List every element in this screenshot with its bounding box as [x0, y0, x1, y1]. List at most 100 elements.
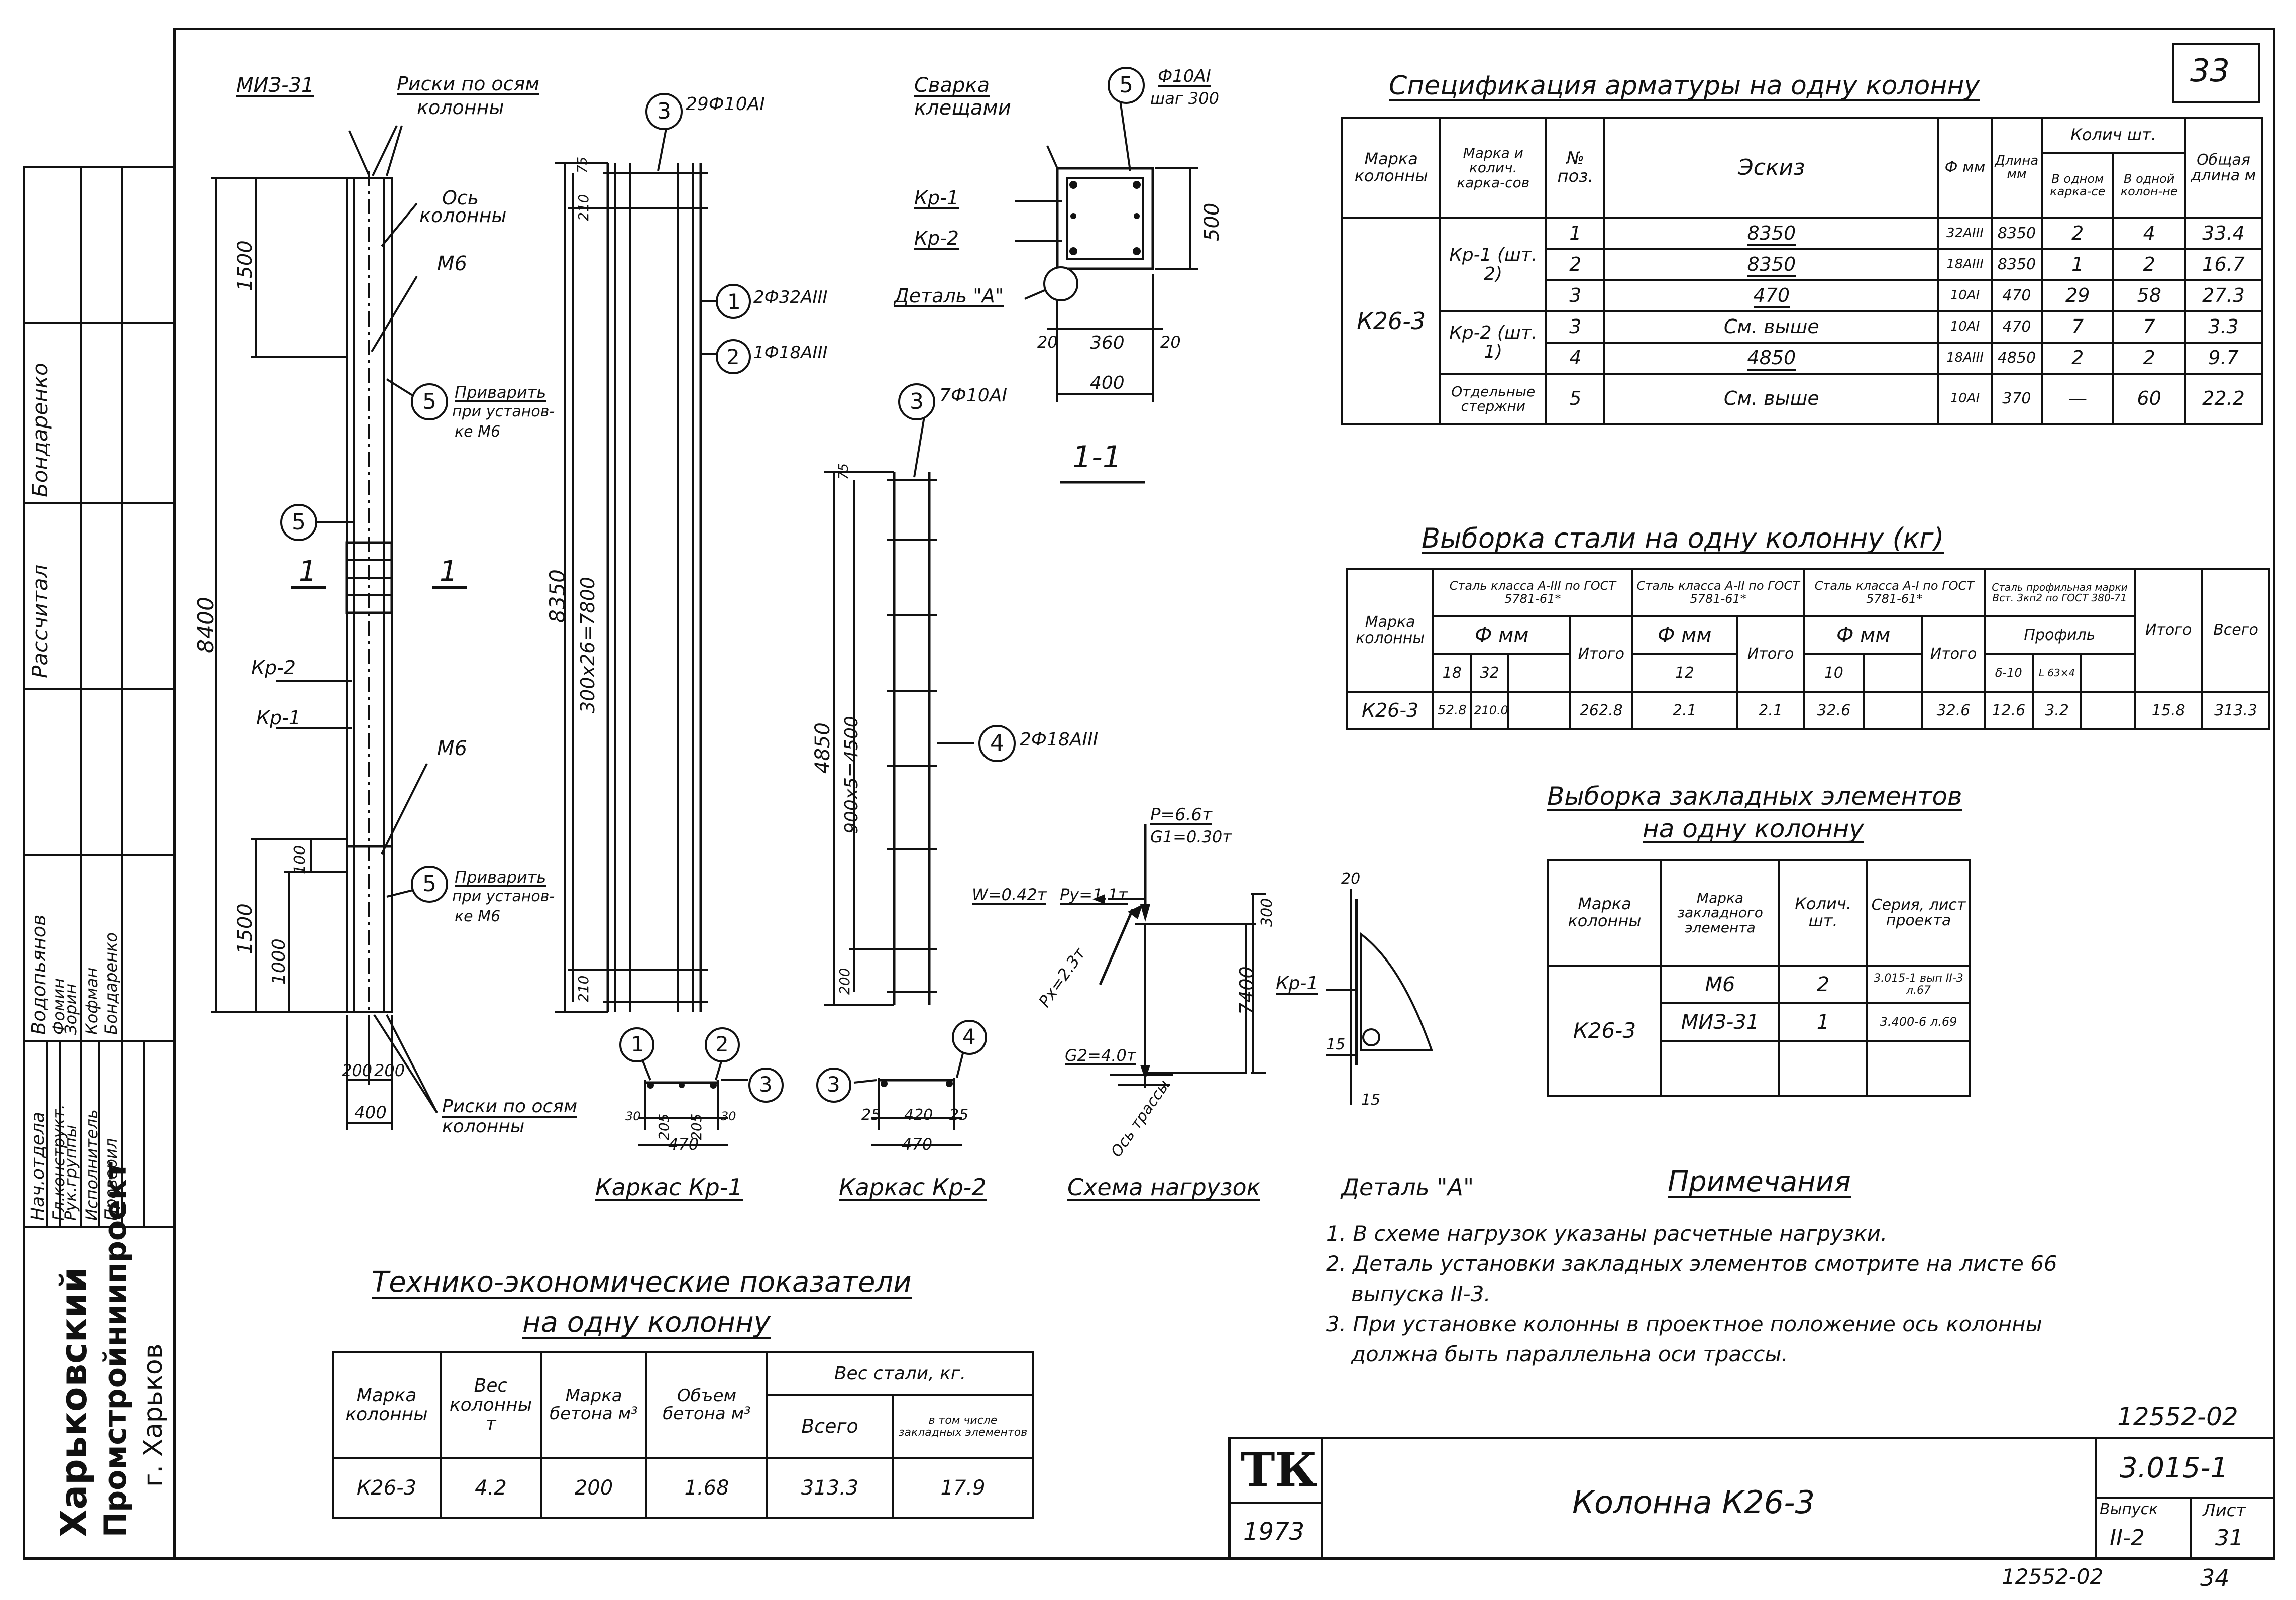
side-stamp-vline — [59, 1040, 61, 1226]
spec-per-col: 2 — [2112, 342, 2186, 375]
side-stamp-hline — [23, 502, 173, 504]
dim-8400: 8400 — [193, 597, 219, 653]
section-mark-right: 1 — [440, 555, 458, 588]
dim-kr2-width: 470 — [902, 1135, 933, 1154]
note-2-cont: выпуска II-3. — [1351, 1282, 1491, 1306]
label-kr2-pos4: 2Ф18АIII — [1020, 729, 1099, 750]
steel-sub: L 63×4 — [2031, 653, 2083, 693]
dim-210: 210 — [575, 194, 592, 221]
side-stamp-vline — [98, 1040, 100, 1226]
spec-sketch-value: 8350 — [1747, 253, 1796, 278]
load-p: P=6.6т — [1150, 805, 1212, 825]
steel-a1-empty — [1862, 691, 1924, 730]
project-number: 12552-02 — [2117, 1402, 2238, 1431]
pos-4: 4 — [990, 730, 1004, 756]
spec-per-frame: 29 — [2040, 279, 2115, 312]
spec-total: 3.3 — [2183, 310, 2263, 344]
label-m6: М6 — [437, 737, 467, 760]
steel-h-a2: Сталь класса А-II по ГОСТ 5781-61* — [1631, 568, 1805, 617]
spec-h-frame: Марка и колич. карка-сов — [1439, 117, 1548, 219]
steel-p-empty — [2080, 691, 2136, 730]
title-block-divider — [1321, 1437, 1323, 1560]
spec-title: Спецификация арматуры на одну колонну — [1389, 71, 1980, 101]
steel-h-dia: Ф мм — [1803, 615, 1924, 655]
note-2: 2. Деталь установки закладных элементов … — [1326, 1251, 2057, 1276]
label-weld-3: ке М6 — [455, 908, 501, 925]
steel-a3-32: 210.0 — [1470, 691, 1510, 730]
spec-group-kr1: Кр-1 (шт. 2) — [1439, 217, 1548, 312]
label-weld: Приварить — [455, 868, 546, 887]
dim-400: 400 — [354, 1103, 387, 1123]
spec-group-single: Отдельные стержни — [1439, 373, 1548, 425]
year: 1973 — [1243, 1518, 1305, 1546]
side-stamp-vline — [143, 1040, 145, 1226]
sheet-label: Лист — [2203, 1501, 2246, 1521]
dim-100: 100 — [291, 845, 309, 874]
spec-sketch-value: 8350 — [1747, 222, 1796, 247]
dim-8350: 8350 — [545, 569, 570, 623]
note-1: 1. В схеме нагрузок указаны расчетные на… — [1326, 1221, 1888, 1246]
dim-500: 500 — [1200, 202, 1224, 241]
pos-3: 3 — [910, 389, 924, 414]
spec-dia: 18АIII — [1937, 342, 1993, 375]
steel-sub-empty — [1862, 653, 1924, 693]
spec-per-frame: 1 — [2040, 248, 2115, 281]
label-pos5: Ф10АI — [1158, 66, 1211, 87]
spec-pos: 2 — [1545, 248, 1606, 281]
label-weld-pliers: Сварка — [914, 74, 990, 97]
load-py: Py=1.1т — [1060, 885, 1128, 905]
steel-h-a3: Сталь класса А-III по ГОСТ 5781-61* — [1432, 568, 1633, 617]
label-pos3: 29Ф10АI — [686, 94, 765, 115]
label-riski-bottom-2: колонны — [442, 1116, 525, 1137]
tech-mark: К26-3 — [332, 1457, 442, 1519]
detail-20: 20 — [1341, 870, 1361, 888]
embedded-table: Марка колонны Марка закладного элемента … — [1547, 859, 1971, 1097]
steel-h-a1: Сталь класса А-I по ГОСТ 5781-61* — [1803, 568, 1986, 617]
label-m6: М6 — [437, 252, 467, 275]
logo-tk: ТК — [1241, 1443, 1318, 1497]
pos-5: 5 — [422, 389, 436, 414]
spec-pos: 5 — [1545, 373, 1606, 425]
issue-label: Выпуск — [2100, 1501, 2158, 1518]
spec-per-col: 58 — [2112, 279, 2186, 312]
embedded-title: Выборка закладных элементов — [1547, 782, 1962, 811]
dim-kr1-d: 30 — [721, 1109, 736, 1123]
spec-len: 8350 — [1990, 217, 2043, 250]
pos-2: 2 — [726, 345, 740, 369]
detail-15: 15 — [1326, 1036, 1346, 1053]
tech-steel: 313.3 — [766, 1457, 894, 1519]
steel-h-profile: Профиль — [1983, 615, 2136, 655]
tech-h-all: Всего — [766, 1394, 894, 1459]
side-stamp-hline — [23, 322, 173, 324]
spec-sketch: 8350 — [1603, 217, 1940, 250]
dim-200: 200 — [836, 968, 853, 995]
page-number: 33 — [2190, 52, 2230, 89]
spec-sketch-value: 470 — [1753, 284, 1790, 309]
steel-h-total: Итого — [1921, 615, 1986, 693]
emb-h-mark: Марка колонны — [1547, 859, 1662, 967]
pos-1: 1 — [631, 1032, 644, 1056]
steel-grand: 313.3 — [2201, 691, 2270, 730]
dim-1000: 1000 — [269, 938, 289, 985]
emb-mark: К26-3 — [1547, 965, 1662, 1097]
steel-p1: 12.6 — [1983, 691, 2034, 730]
spec-column-mark: К26-3 — [1341, 217, 1442, 425]
dim-200: 200 — [342, 1061, 373, 1080]
detail-title: Деталь "А" — [1341, 1174, 1474, 1201]
spec-sketch-value: 4850 — [1747, 347, 1796, 371]
dim-4850: 4850 — [811, 722, 834, 774]
steel-p-total: 15.8 — [2134, 691, 2204, 730]
emb-empty — [1778, 1040, 1868, 1097]
label-weld: Приварить — [455, 383, 546, 402]
detail-kr1: Кр-1 — [1276, 973, 1319, 995]
emb-elem: М6 — [1660, 965, 1780, 1004]
spec-pos: 4 — [1545, 342, 1606, 375]
spec-len: 8350 — [1990, 248, 2043, 281]
tech-h-steel: Вес стали, кг. — [766, 1351, 1034, 1396]
pos-5: 5 — [1119, 72, 1133, 98]
steel-sub: δ-10 — [1983, 653, 2034, 693]
note-3-cont: должна быть параллельна оси трассы. — [1351, 1342, 1788, 1366]
pos-3: 3 — [759, 1072, 773, 1097]
steel-mark: К26-3 — [1346, 691, 1435, 730]
dim-7800: 300x26=7800 — [577, 577, 599, 713]
